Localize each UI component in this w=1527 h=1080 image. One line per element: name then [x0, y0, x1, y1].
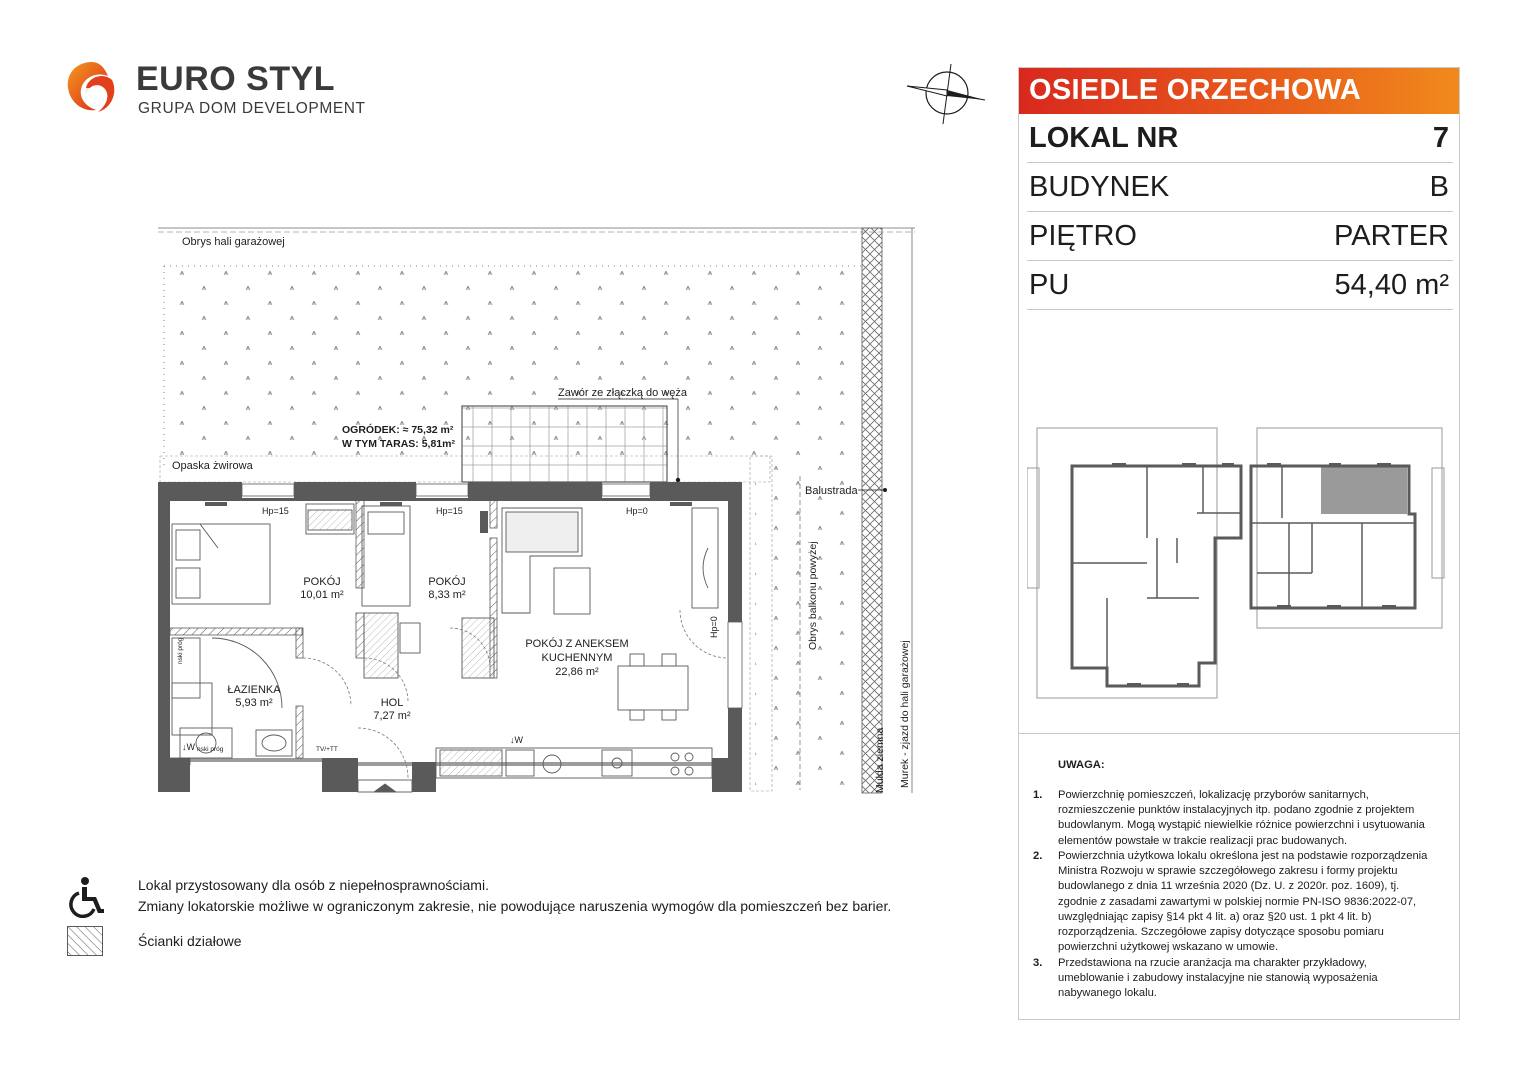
room-name: POKÓJ Z ANEKSEM [525, 637, 628, 650]
ditch-label: Mulda ziemna [874, 727, 886, 793]
highlighted-unit [1321, 466, 1407, 514]
info-label: PU [1029, 269, 1070, 301]
driveway-wall-label: Murek - zjazd do hali garażowej [899, 640, 911, 788]
wheelchair-icon [69, 877, 104, 918]
floor-plan: Obrys hali garażowej Opaska żwirowa OGRÓ… [150, 218, 925, 808]
panel-divider [1019, 733, 1459, 734]
note-line: Ministra Rozwoju w sprawie szczegółowego… [1058, 865, 1398, 878]
no-threshold-label: nski próg [177, 637, 184, 664]
note-line: rozmieszczenie punktów instalacyjnych it… [1058, 804, 1415, 817]
info-label: BUDYNEK [1029, 171, 1170, 203]
note-line: Powierzchnię pomieszczeń, lokalizację pr… [1058, 789, 1369, 801]
room-name: POKÓJ [303, 575, 340, 588]
note-line: Powierzchnia użytkowa lokalu określona j… [1058, 850, 1428, 862]
note-line: budowlanego z dnia 11 września 2020 (Dz.… [1058, 880, 1400, 893]
room-area: 8,33 m² [428, 589, 466, 601]
room-name: POKÓJ [428, 575, 465, 588]
info-row-unit-number: LOKAL NR 7 [1027, 115, 1453, 163]
partition-wall-swatch [67, 926, 103, 956]
info-value: PARTER [1334, 220, 1449, 252]
partition-wall-label: Ścianki działowe [138, 933, 242, 949]
room-area: 10,01 m² [300, 589, 344, 601]
floor-key-plan [1027, 427, 1445, 699]
note-line: powierzchni użytkowej wskazano w umowie. [1058, 941, 1279, 954]
balustrade-label: Balustrada [805, 485, 858, 497]
hp-label: Hp=15 [436, 506, 463, 516]
note-line: uwzględniając zapisy §14 pkt 4 lit. a) o… [1058, 910, 1372, 923]
room-area: 22,86 m² [555, 666, 599, 678]
floor-plan-drawing: Obrys hali garażowej Opaska żwirowa OGRÓ… [158, 227, 915, 794]
euro-styl-logo-icon [67, 62, 115, 112]
garage-outline-label: Obrys hali garażowej [182, 236, 285, 248]
hp-label: Hp=0 [626, 506, 648, 516]
room-area: 7,27 m² [373, 710, 411, 722]
note-number: 1. [1033, 789, 1043, 801]
notes-heading: UWAGA: [1058, 759, 1105, 771]
accessibility-note-line: Zmiany lokatorskie możliwe w ograniczony… [138, 898, 892, 914]
info-value: 54,40 m² [1334, 269, 1449, 301]
note-text: Powierzchnia użytkowa lokalu określona j… [1058, 849, 1438, 955]
project-banner: OSIEDLE ORZECHOWA [1019, 68, 1459, 114]
hp-label: Hp=0 [709, 616, 719, 638]
room-name: ŁAZIENKA [227, 684, 281, 696]
info-label: PIĘTRO [1029, 220, 1137, 252]
note-number: 3. [1033, 957, 1043, 969]
room-area: 5,93 m² [235, 697, 273, 709]
room-name: HOL [381, 697, 404, 709]
garden-area-label: OGRÓDEK: ≈ 75,32 m² [342, 423, 454, 436]
balcony-outline-label: Obrys balkonu powyżej [807, 541, 819, 650]
north-arrow-icon [906, 63, 986, 125]
info-row-usable-area: PU 54,40 m² [1027, 262, 1453, 310]
info-row-building: BUDYNEK B [1027, 164, 1453, 212]
note-number: 2. [1033, 850, 1043, 862]
note-line: nabywanego lokalu. [1058, 987, 1157, 1000]
info-value: 7 [1432, 122, 1449, 154]
gravel-strip-label: Opaska żwirowa [172, 460, 254, 472]
note-line: umeblowanie i zabudowy instalacyjne nie … [1058, 972, 1378, 985]
brand-name: EURO STYL [136, 60, 336, 98]
note-text: Powierzchnię pomieszczeń, lokalizację pr… [1058, 788, 1438, 849]
project-name: OSIEDLE ORZECHOWA [1029, 74, 1362, 106]
info-value: B [1429, 171, 1449, 203]
brand-logo: EURO STYL GRUPA DOM DEVELOPMENT [62, 58, 365, 128]
info-label: LOKAL NR [1029, 122, 1179, 154]
terrace-area-label: W TYM TARAS: 5,81m² [342, 438, 455, 450]
note-text: Przedstawiona na rzucie aranżacja ma cha… [1058, 956, 1438, 1002]
hp-label: Hp=15 [262, 506, 289, 516]
note-line: budowlanym. Mogą wystąpić niewielkie róż… [1058, 819, 1425, 832]
note-line: rozporządzenia. Szczegółowe zapisy dotyc… [1058, 926, 1384, 939]
brand-subtitle: GRUPA DOM DEVELOPMENT [138, 100, 366, 117]
tv-socket-label: TV/+TT [316, 746, 338, 753]
water-point-label: ↓W [182, 742, 196, 752]
info-row-floor: PIĘTRO PARTER [1027, 213, 1453, 261]
water-point-label: ↓W [510, 735, 524, 745]
valve-label: Zawór ze złączką do węża [558, 387, 688, 399]
accessibility-note-line: Lokal przystosowany dla osób z niepełnos… [138, 877, 489, 893]
no-threshold-label: nski próg [197, 746, 224, 753]
note-line: zgodnie z zasadami zawartymi w polskiej … [1058, 895, 1417, 908]
note-line: Przedstawiona na rzucie aranżacja ma cha… [1058, 957, 1367, 969]
room-name: KUCHENNYM [542, 652, 613, 664]
unit-info-panel: OSIEDLE ORZECHOWA LOKAL NR 7 BUDYNEK B P… [1018, 67, 1460, 1020]
note-line: elementów powstałe w trakcie realizacji … [1058, 834, 1348, 847]
